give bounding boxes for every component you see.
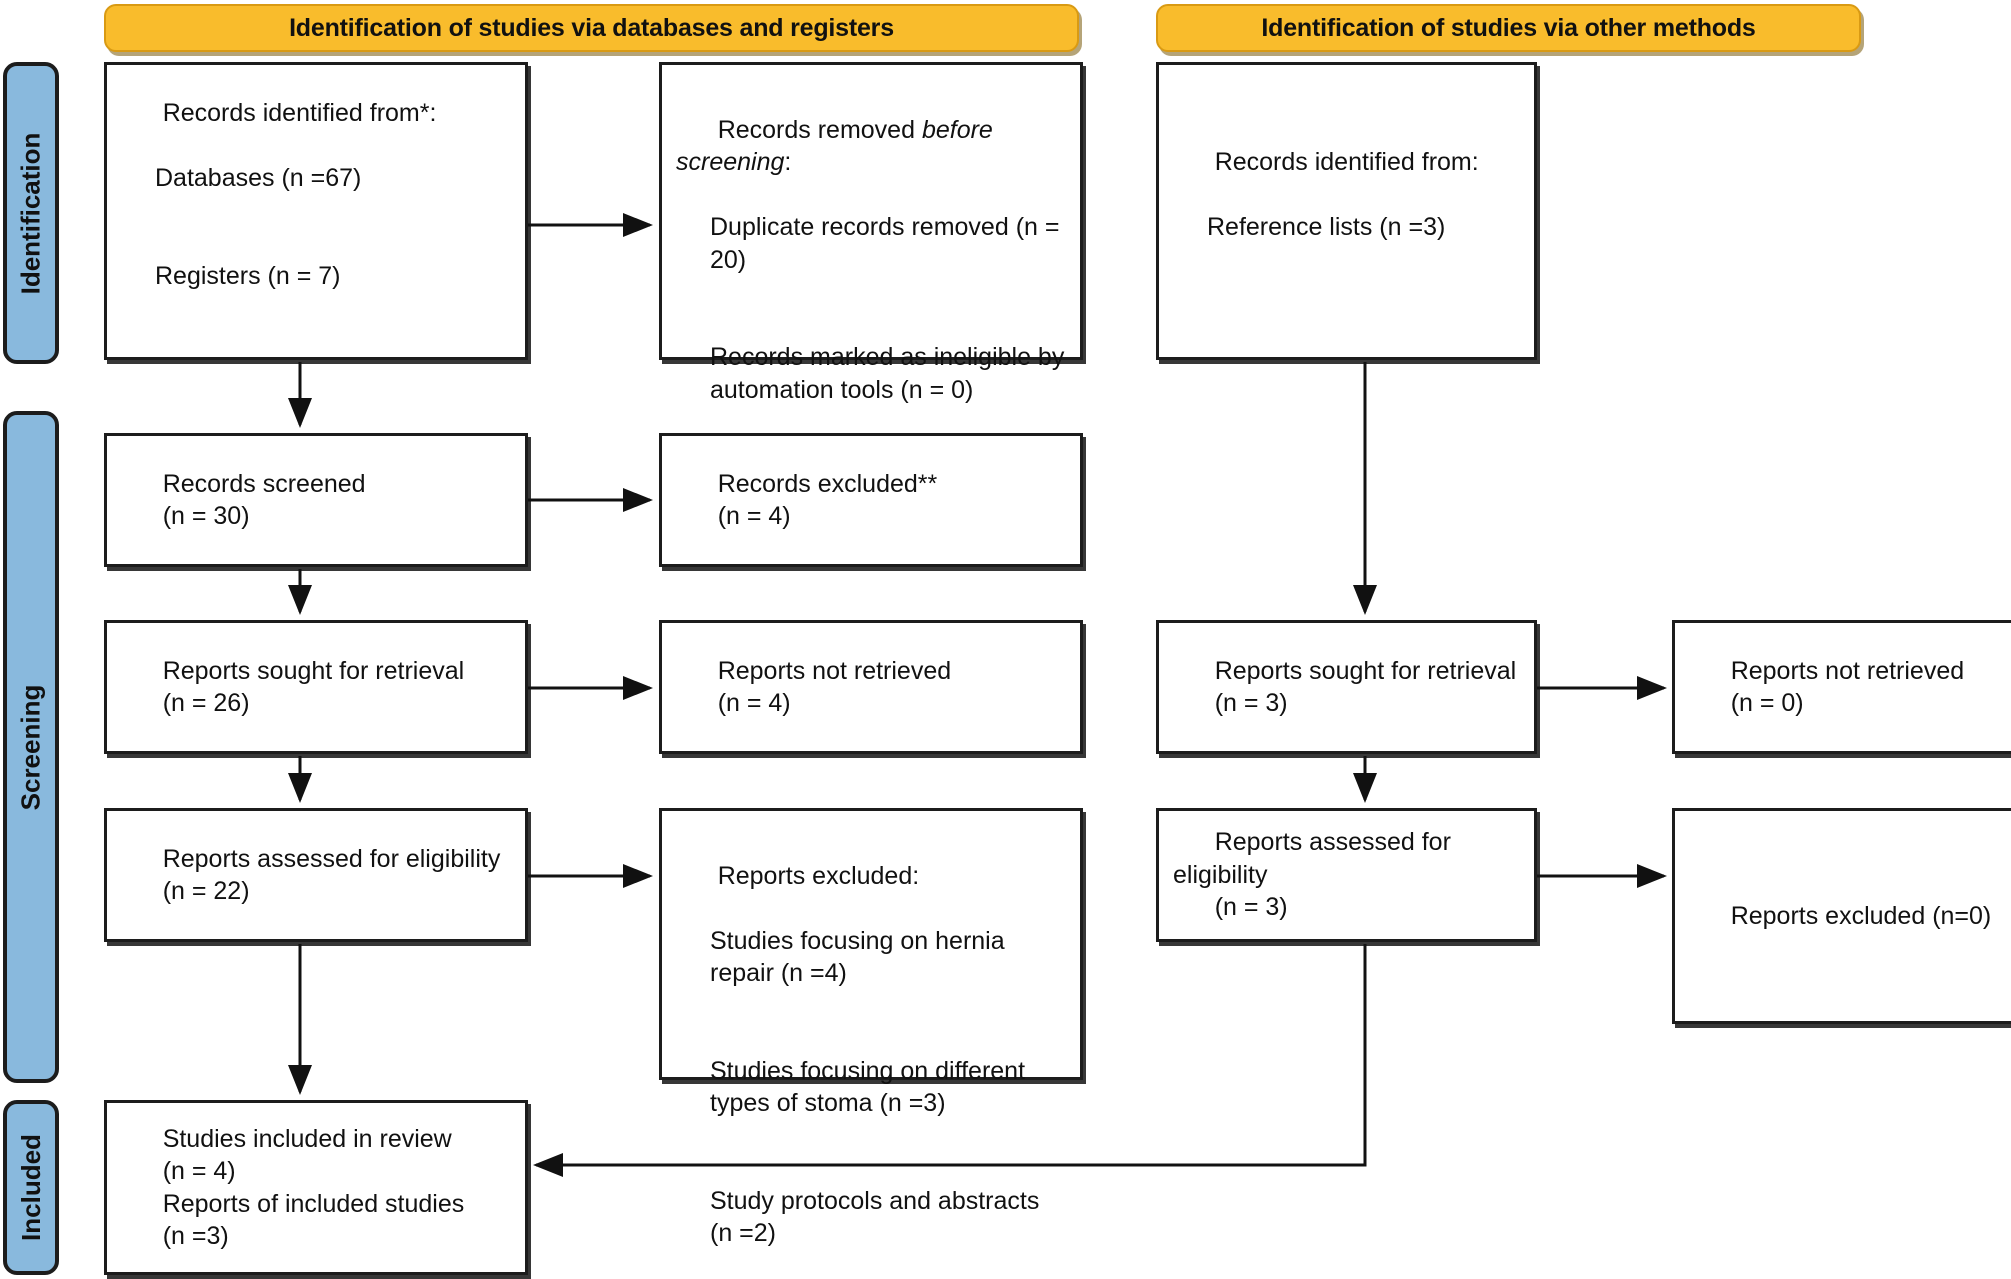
node-reports-not-retrieved-other: Reports not retrieved (n = 0) [1672, 620, 2011, 754]
node-reports-sought-databases-body: Reports sought for retrieval (n = 26) [121, 622, 511, 752]
phase-bar-included-label: Included [15, 1134, 46, 1241]
node-line: Duplicate records removed (n = 20) [710, 213, 1067, 274]
stage-header-other-methods-label: Identification of studies via other meth… [1261, 13, 1756, 42]
node-records-screened: Records screened (n = 30) [104, 433, 528, 567]
node-title: Reports not retrieved [1730, 656, 1965, 685]
node-reports-excluded-databases-body: Reports excluded: Studies focusing on he… [676, 827, 1066, 1279]
phase-bar-included: Included [3, 1100, 59, 1275]
node-title: Reports assessed for eligibility [162, 844, 501, 873]
node-reports-excluded-databases: Reports excluded: Studies focusing on he… [659, 808, 1083, 1247]
node-reports-assessed-other-body: Reports assessed for eligibility (n = 3) [1173, 794, 1520, 957]
node-reports-assessed-other: Reports assessed for eligibility (n = 3) [1156, 808, 1537, 942]
stage-header-databases-registers: Identification of studies via databases … [104, 4, 1079, 52]
node-line: Studies focusing on hernia repair (n =4) [710, 926, 1012, 988]
node-studies-included-body: Studies included in review (n = 4) Repor… [121, 1090, 511, 1279]
node-title: Reports sought for retrieval [162, 656, 465, 685]
node-reports-assessed-databases-body: Reports assessed for eligibility (n = 22… [121, 810, 511, 940]
node-studies-included: Studies included in review (n = 4) Repor… [104, 1100, 528, 1275]
node-title: Reports excluded (n=0) [1730, 901, 1992, 930]
phase-bar-identification-label: Identification [15, 132, 46, 294]
node-title: Studies included in review [162, 1124, 452, 1153]
node-line: (n = 0) [1730, 689, 1804, 717]
node-reports-assessed-databases: Reports assessed for eligibility (n = 22… [104, 808, 528, 942]
node-records-identified-databases-body: Records identified from*: Databases (n =… [121, 65, 511, 358]
node-reports-excluded-other-body: Reports excluded (n=0) [1689, 867, 2011, 965]
node-line: (n = 3) [1214, 689, 1288, 717]
node-line: Studies focusing on different types of s… [710, 1056, 1032, 1118]
node-title: Records identified from*: [162, 99, 437, 128]
node-line: Registers (n = 7) [155, 261, 341, 290]
node-line: (n = 30) [162, 502, 250, 530]
stage-header-databases-registers-label: Identification of studies via databases … [289, 13, 894, 42]
node-records-identified-databases: Records identified from*: Databases (n =… [104, 62, 528, 360]
node-title: Reports assessed for eligibility [1173, 828, 1458, 889]
node-title: Records identified from: [1214, 148, 1479, 176]
node-records-screened-body: Records screened (n = 30) [121, 435, 511, 565]
node-reports-not-retrieved-databases-body: Reports not retrieved (n = 4) [676, 622, 1066, 752]
node-reports-not-retrieved-databases: Reports not retrieved (n = 4) [659, 620, 1083, 754]
node-line: (n = 3) [1214, 893, 1288, 922]
node-title: Reports excluded: [717, 861, 920, 890]
node-records-excluded-body: Records excluded** (n = 4) [676, 435, 1066, 565]
phase-bar-screening-label: Screening [15, 684, 46, 810]
node-reports-sought-other-body: Reports sought for retrieval (n = 3) [1173, 622, 1520, 752]
node-records-excluded: Records excluded** (n = 4) [659, 433, 1083, 567]
node-line: (n =3) [162, 1222, 229, 1250]
node-line: Reports of included studies [162, 1189, 465, 1218]
node-reports-sought-other: Reports sought for retrieval (n = 3) [1156, 620, 1537, 754]
node-records-identified-other: Records identified from: Reference lists… [1156, 62, 1537, 360]
node-line: (n = 4) [717, 502, 791, 530]
node-line: Databases (n =67) [155, 164, 362, 193]
node-line: Reference lists (n =3) [1207, 213, 1446, 241]
phase-bar-identification: Identification [3, 62, 59, 364]
node-line: Study protocols and abstracts (n =2) [710, 1186, 1047, 1248]
node-title: Reports sought for retrieval [1214, 656, 1517, 685]
node-reports-excluded-other: Reports excluded (n=0) [1672, 808, 2011, 1024]
node-reports-sought-databases: Reports sought for retrieval (n = 26) [104, 620, 528, 754]
node-line: (n = 22) [162, 877, 250, 905]
node-line: (n = 26) [162, 689, 250, 717]
node-title: Records excluded** [717, 469, 938, 498]
node-records-identified-other-body: Records identified from: Reference lists… [1173, 114, 1520, 309]
node-line: Records marked as ineligible by automati… [710, 343, 1072, 404]
node-line: (n = 4) [162, 1157, 236, 1185]
node-title: Records screened [162, 469, 366, 498]
phase-bar-screening: Screening [3, 411, 59, 1083]
node-title: Reports not retrieved [717, 656, 952, 685]
node-line: (n = 4) [717, 689, 791, 717]
stage-header-other-methods: Identification of studies via other meth… [1156, 4, 1861, 52]
node-reports-not-retrieved-other-body: Reports not retrieved (n = 0) [1689, 622, 2011, 752]
